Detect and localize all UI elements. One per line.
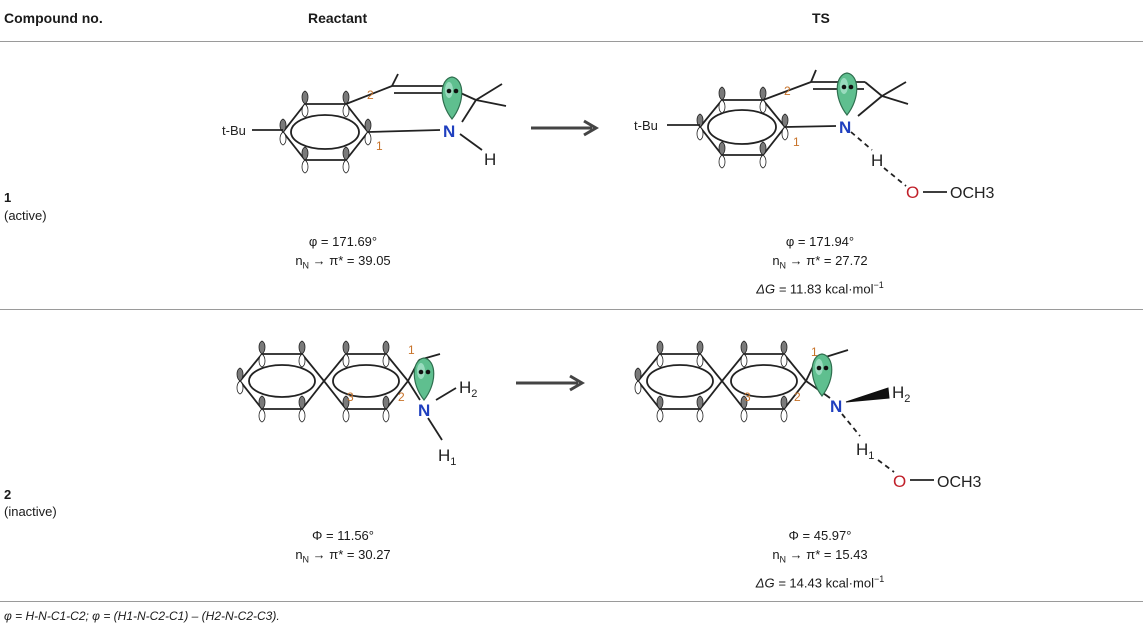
ts-2-h1: H1 — [856, 440, 874, 462]
compound-status-1: (active) — [4, 208, 47, 223]
ts-2-nn-pi: nN → π* = 15.43 — [772, 547, 868, 565]
reactant-1-structure: t-Bu 1 2 N H — [222, 73, 507, 174]
reactant-2-angle: Φ = 11.56° — [312, 528, 374, 543]
ts-1-nitrogen: N — [839, 118, 851, 137]
ts-2-locant-2: 2 — [794, 390, 801, 404]
ts-2-delta-g: ΔG = 14.43 kcal·mol−1 — [755, 573, 885, 590]
ts-2-nitrogen: N — [830, 397, 842, 416]
ts-1-locant-2: 2 — [784, 84, 791, 98]
ts-1-properties: φ = 171.94° nN → π* = 27.72 ΔG = 11.83 k… — [660, 232, 980, 298]
compound-number-1: 1 — [4, 190, 12, 205]
reactant-1-locant-2: 2 — [367, 88, 374, 102]
reactant-1-angle: φ = 171.69° — [308, 234, 378, 249]
ts-2-methoxy: OCH3 — [937, 474, 982, 491]
table-footnote: φ = H-N-C1-C2; φ = (H1-N-C2-C1) – (H2-N-… — [4, 609, 280, 623]
ts-1-delta-g: ΔG = 11.83 kcal·mol−1 — [756, 279, 884, 296]
ts-1-hydrogen: H — [871, 151, 883, 170]
reactant-1-nitrogen: N — [443, 122, 455, 141]
ts-2-angle: Φ = 45.97° — [788, 528, 852, 543]
reactant-2-locant-1: 1 — [408, 343, 415, 357]
ts-2-locant-3: 3 — [744, 390, 751, 404]
compound-status-2: (inactive) — [4, 504, 57, 519]
ts-1-tbu: t-Bu — [634, 118, 658, 133]
ts-1-locant-1: 1 — [793, 135, 800, 149]
ts-1-methoxy: OCH3 — [950, 185, 995, 202]
reactant-2-nn-pi: nN → π* = 30.27 — [295, 547, 391, 565]
header-reactant: Reactant — [308, 10, 368, 26]
ts-2-h2: H2 — [892, 383, 910, 405]
reactant-1-locant-1: 1 — [376, 139, 383, 153]
ts-2-locant-1: 1 — [811, 345, 818, 359]
ts-2-properties: Φ = 45.97° nN → π* = 15.43 ΔG = 14.43 kc… — [660, 526, 980, 592]
bottom-rule — [0, 601, 1143, 602]
reactant-2-h2: H2 — [459, 378, 477, 400]
ts-2-structure: 1 2 3 N H2 H1 O OCH3 — [634, 340, 982, 491]
reactant-2-properties: Φ = 11.56° nN → π* = 30.27 — [183, 526, 503, 570]
reactant-2-structure: 1 2 3 N H2 H1 — [236, 340, 477, 468]
ts-2-oxygen: O — [893, 472, 906, 491]
ts-1-angle: φ = 171.94° — [785, 234, 855, 249]
reactant-1-tbu: t-Bu — [222, 123, 246, 138]
row-divider — [0, 309, 1143, 310]
reactant-1-hydrogen: H — [484, 150, 496, 169]
header-compound-no: Compound no. — [4, 10, 103, 26]
reactant-2-h1: H1 — [438, 446, 456, 468]
reactant-2-locant-2: 2 — [398, 390, 405, 404]
ts-1-oxygen: O — [906, 183, 919, 202]
reactant-2-nitrogen: N — [418, 401, 430, 420]
ts-1-nn-pi: nN → π* = 27.72 — [772, 253, 868, 271]
header-rule — [0, 41, 1143, 42]
reactant-1-nn-pi: nN → π* = 39.05 — [295, 253, 391, 271]
molecule-drawings: t-Bu 1 2 N H t-Bu 1 2 N — [222, 69, 995, 491]
reactant-1-properties: φ = 171.69° nN → π* = 39.05 — [183, 232, 503, 276]
ts-1-structure: t-Bu 1 2 N H O OCH3 — [634, 69, 995, 202]
reactant-2-locant-3: 3 — [347, 390, 354, 404]
header-ts: TS — [812, 10, 830, 26]
reaction-arrow-1 — [531, 119, 599, 137]
compound-number-2: 2 — [4, 487, 12, 502]
reaction-arrow-2 — [516, 374, 585, 392]
